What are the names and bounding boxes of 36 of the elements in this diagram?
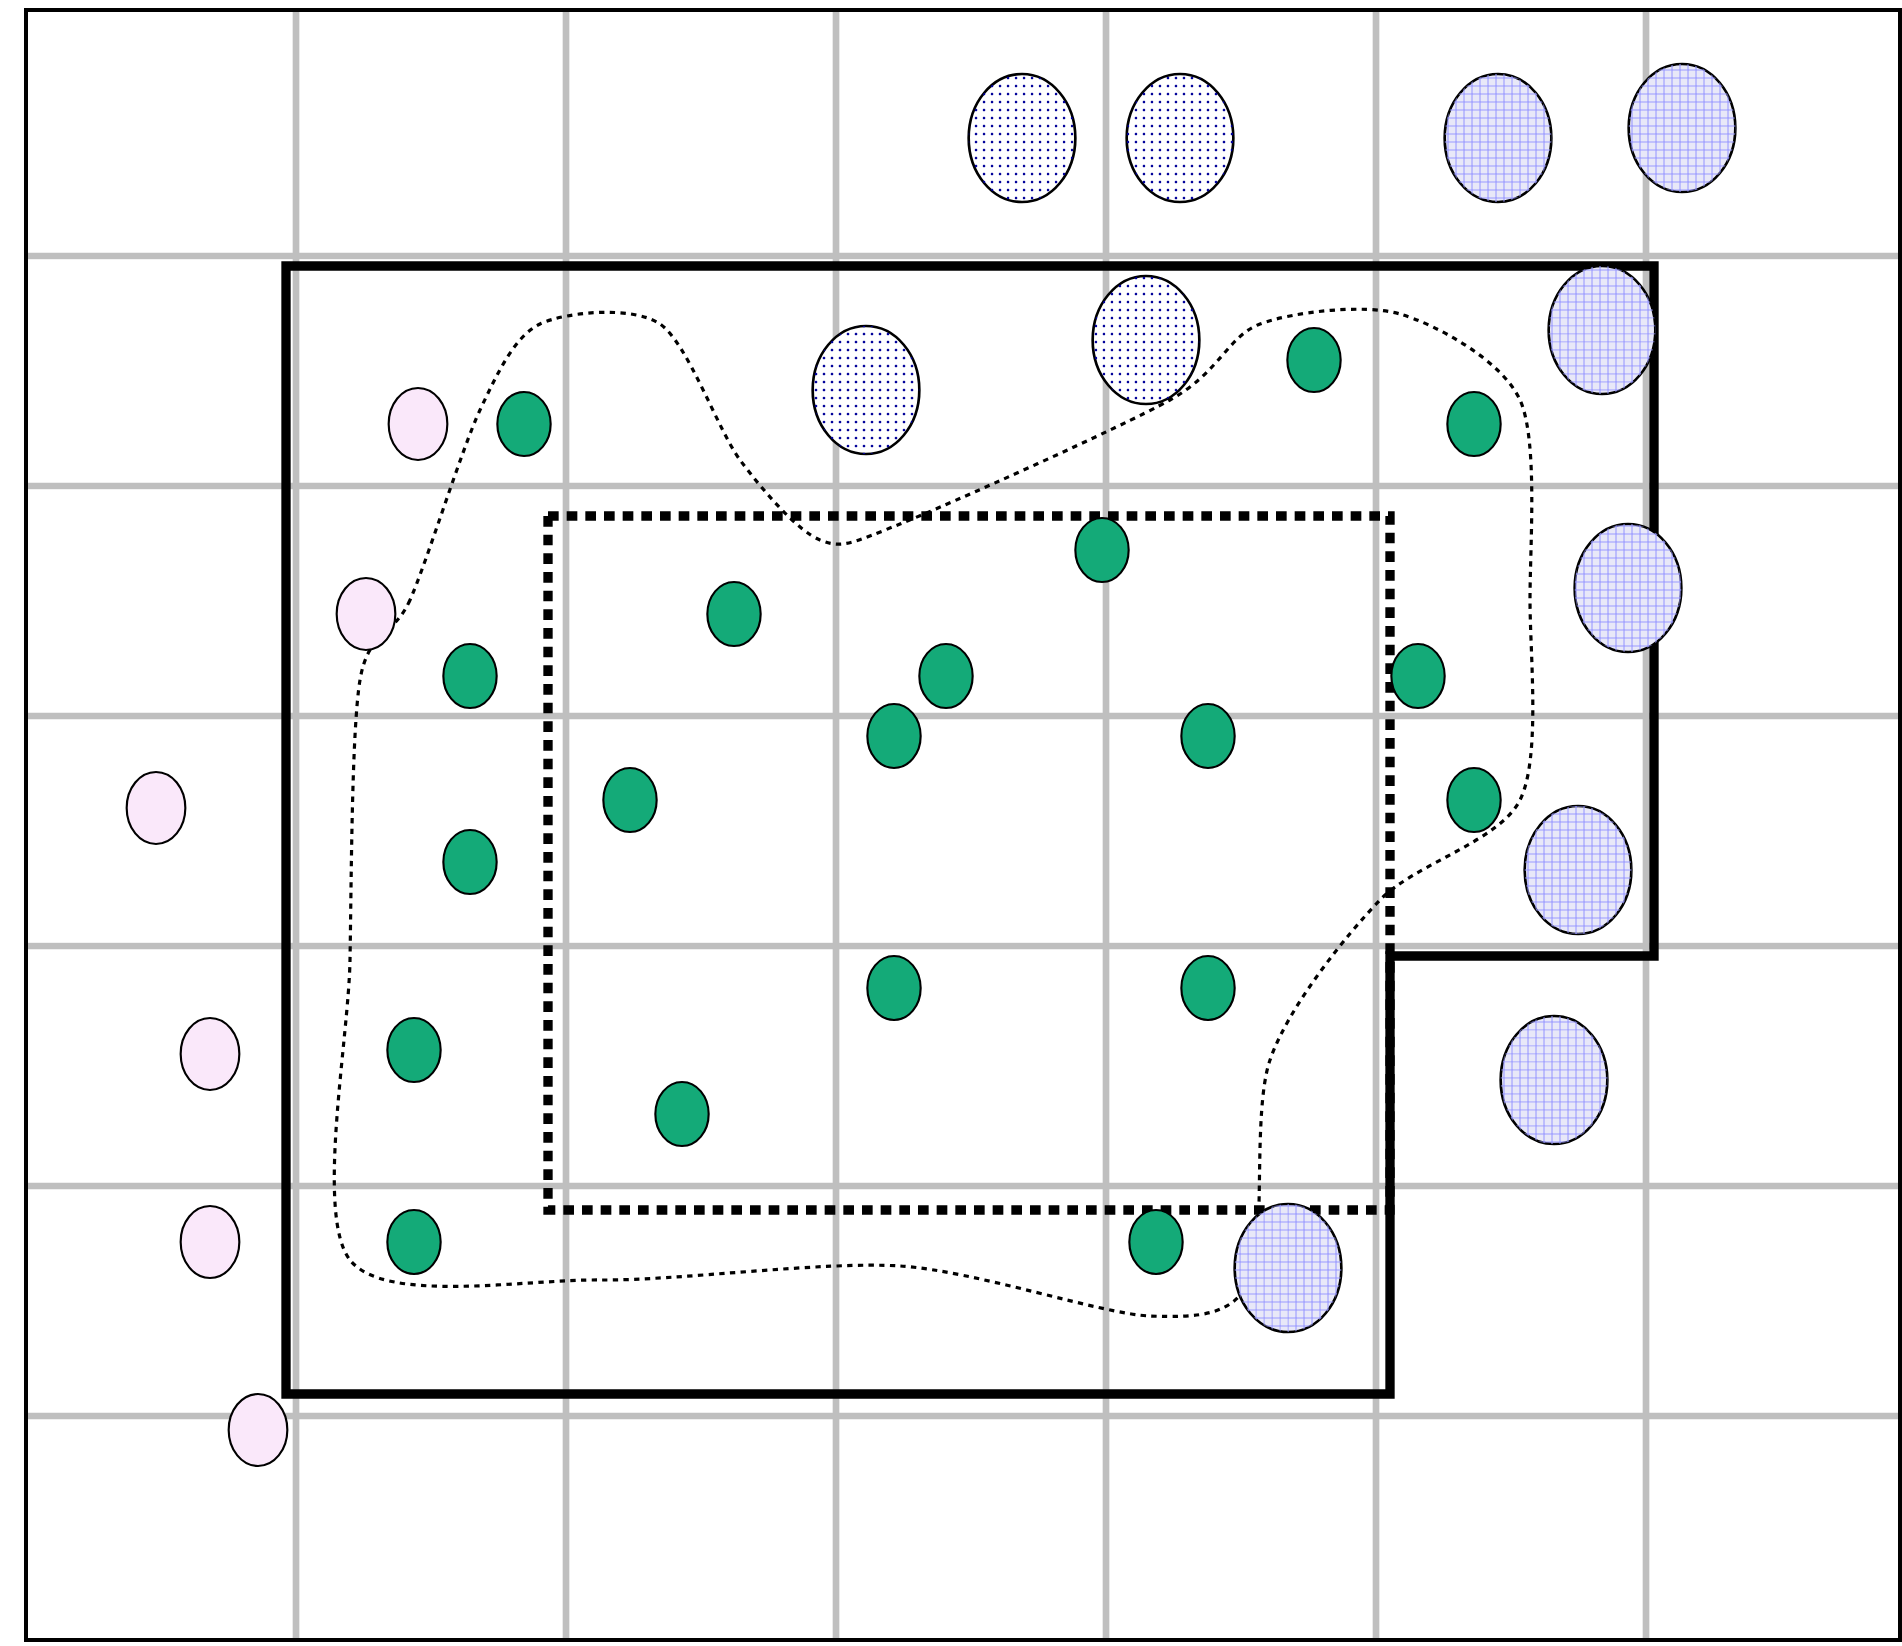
small-circle [387, 386, 449, 462]
marker-dot [866, 954, 922, 1022]
marker-dot [1074, 516, 1130, 584]
marker-dot [442, 828, 498, 896]
marker-dot [654, 1080, 710, 1148]
marker-dot [602, 766, 658, 834]
marker-dot [442, 642, 498, 710]
hatched-circle [1547, 264, 1657, 396]
hatched-circle [1573, 522, 1683, 654]
marker-dot [1390, 642, 1446, 710]
small-circle [179, 1016, 241, 1092]
dotted-circle [1091, 274, 1201, 406]
marker-dot [386, 1208, 442, 1276]
dotted-circle [811, 324, 921, 456]
small-circle [335, 576, 397, 652]
hatched-circle [1523, 804, 1633, 936]
small-circle [125, 770, 187, 846]
hatched-circle [1233, 1202, 1343, 1334]
marker-dot [1446, 766, 1502, 834]
marker-dot [1446, 390, 1502, 458]
marker-dot [918, 642, 974, 710]
marker-dot [1286, 326, 1342, 394]
hatched-circle [1443, 72, 1553, 204]
small-circle [179, 1204, 241, 1280]
marker-dot [1128, 1208, 1184, 1276]
marker-dot [496, 390, 552, 458]
small-circle [227, 1392, 289, 1468]
dotted-circle [967, 72, 1077, 204]
marker-dot [866, 702, 922, 770]
hatched-circle [1499, 1014, 1609, 1146]
marker-dot [1180, 954, 1236, 1022]
dotted-circle [1125, 72, 1235, 204]
marker-dot [386, 1016, 442, 1084]
marker-dot [706, 580, 762, 648]
marker-dot [1180, 702, 1236, 770]
hatched-circle [1627, 62, 1737, 194]
